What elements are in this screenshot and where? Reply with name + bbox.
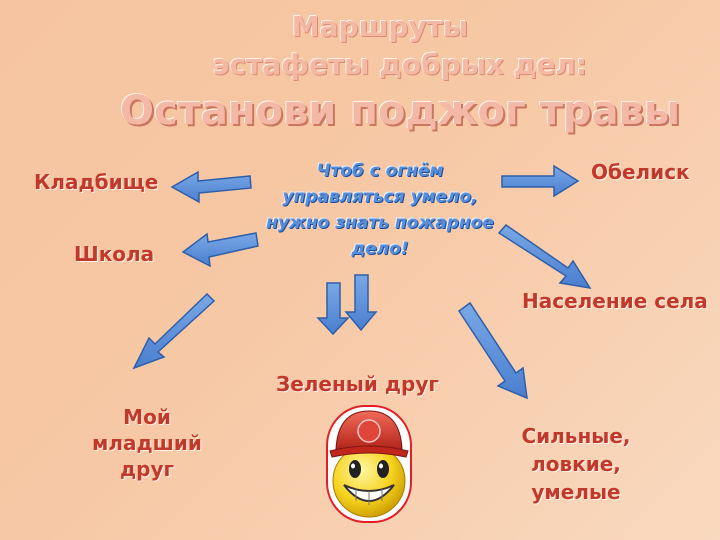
arrow-to-cemetery xyxy=(170,170,252,204)
node-population: Население села xyxy=(522,289,708,313)
node-younger-friend: Мой младший друг xyxy=(92,405,202,481)
node-strong: Сильные, ловкие, умелые xyxy=(521,424,631,504)
title-line-1: Маршруты xyxy=(291,10,469,43)
arrow-down-left xyxy=(316,282,350,336)
arrow-to-obelisk xyxy=(501,164,580,198)
arrow-to-strong xyxy=(457,301,528,400)
arrow-to-younger-friend xyxy=(132,292,216,370)
arrow-to-population xyxy=(497,224,592,290)
node-obelisk: Обелиск xyxy=(591,160,690,184)
title-main: Останови поджог травы xyxy=(119,88,681,134)
node-green-friend: Зеленый друг xyxy=(276,372,439,396)
title-line-2: эстафеты добрых дел: xyxy=(212,48,588,81)
arrow-down-right xyxy=(344,274,378,332)
firefighter-smiley-icon xyxy=(326,405,412,523)
center-motto: Чтоб с огнём управляться умело, нужно зн… xyxy=(266,161,494,259)
node-cemetery: Кладбище xyxy=(34,170,159,194)
arrow-to-school xyxy=(181,232,259,268)
node-school: Школа xyxy=(74,242,155,266)
